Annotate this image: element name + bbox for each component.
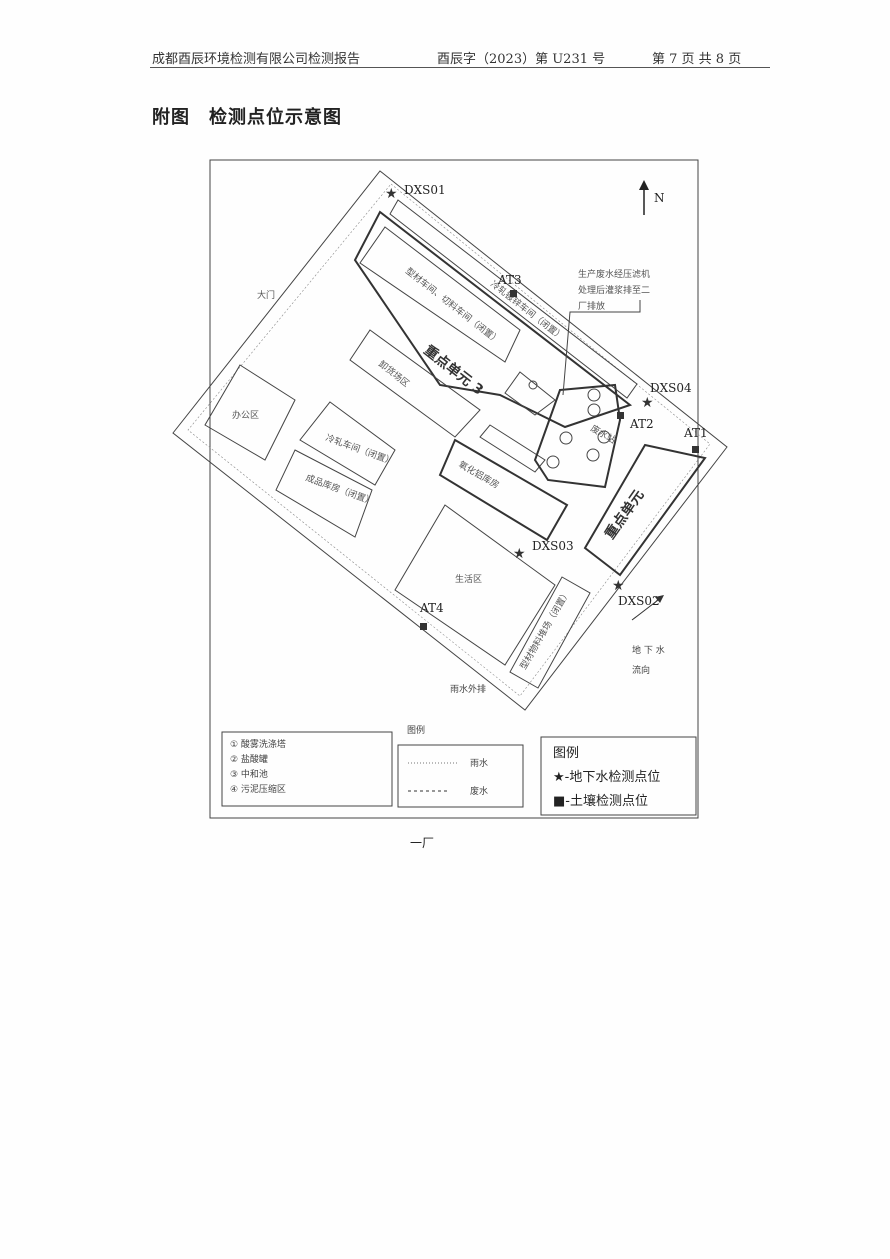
legend-unit-2: ② 盐酸罐 (230, 753, 268, 765)
waste-note-line-3: 厂排放 (578, 300, 605, 312)
waste-station (533, 383, 622, 489)
building-warehouse (349, 329, 481, 438)
plant-label: 一厂 (410, 836, 434, 850)
header-report-no: 酉辰字（2023）第 U231 号 (437, 52, 606, 67)
at4-label: AT4 (419, 601, 444, 615)
building-living (394, 504, 556, 666)
building-finished (275, 449, 373, 538)
at1-label: AT1 (683, 426, 708, 440)
waste-note-line-2: 处理后灌浆排至二 (578, 284, 650, 296)
dxs03-label: DXS03 (532, 539, 574, 553)
flow-label-1: 地 下 水 (632, 644, 665, 656)
legend-unit-4: ④ 污泥压缩区 (230, 783, 286, 795)
legend-lines-box (397, 744, 524, 808)
building-cold-workshop (299, 401, 396, 486)
building-oxide (438, 438, 569, 542)
header-company: 成都酉辰环境检测有限公司检测报告 (152, 52, 361, 67)
at2-label: AT2 (629, 417, 654, 431)
flow-label-2: 流向 (632, 664, 650, 676)
waste-note-line-1: 生产废水经压滤机 (578, 268, 650, 280)
legend-unit-1: ① 酸雾洗涤塔 (230, 738, 286, 750)
rain-drain-line (187, 183, 711, 697)
dxs03-star-icon: ★ (513, 546, 526, 562)
dxs04-label: DXS04 (650, 381, 692, 395)
dxs04-star-icon: ★ (641, 395, 654, 411)
zone-warehouse-label: 卸货场区 (376, 358, 412, 390)
dxs02-label: DXS02 (618, 594, 660, 608)
unit-6-circle (559, 431, 573, 445)
legend-soil: ■-土壤检测点位 (553, 793, 648, 809)
legend-mid-title: 图例 (407, 724, 425, 736)
flow-arrow-icon (631, 596, 663, 621)
building-connector (479, 424, 546, 473)
dxs02-star-icon: ★ (612, 578, 625, 594)
at2-square-icon (617, 412, 624, 419)
zone-living-label: 生活区 (455, 573, 482, 585)
legend-right-title: 图例 (553, 746, 579, 761)
unit-1-circle (587, 388, 601, 402)
legend-groundwater: ★-地下水检测点位 (553, 770, 660, 785)
site-boundary (172, 170, 728, 711)
zone-office-label: 办公区 (232, 409, 259, 421)
building-cold-roll (389, 199, 638, 399)
building-office (204, 364, 296, 461)
unit-5-circle (546, 455, 560, 469)
legend-points-box (540, 736, 697, 816)
gate-label: 大门 (257, 289, 275, 301)
header-page: 第 7 页 共 8 页 (652, 52, 742, 67)
key-unit-3 (353, 210, 633, 429)
north-arrowhead-icon (639, 180, 649, 190)
key-unit-right (583, 443, 707, 577)
map-frame (209, 159, 699, 819)
dxs01-label: DXS01 (404, 183, 446, 197)
building-profile-warehouse (509, 576, 591, 689)
unit-3-circle (597, 430, 611, 444)
flow-arrowhead-icon (655, 595, 664, 603)
at1-square-icon (692, 446, 699, 453)
at3-square-icon (510, 290, 517, 297)
header-rule (150, 67, 770, 68)
legend-rain-label: 雨水 (470, 757, 488, 769)
at3-label: AT3 (497, 273, 522, 287)
zone-cold-workshop-label: 冷轧车间（闭置） (324, 432, 396, 468)
legend-units-box (221, 731, 393, 807)
north-label: N (654, 191, 665, 205)
zone-key-unit-right-label: 重点单元 (601, 487, 647, 543)
rain-outlet-label: 雨水外排 (450, 683, 486, 695)
dxs01-star-icon: ★ (385, 186, 398, 202)
waste-note-leader (562, 300, 641, 396)
small-circle-mark (528, 380, 538, 390)
legend-waste-label: 废水 (470, 785, 488, 797)
page-title: 附图 检测点位示意图 (152, 107, 342, 128)
building-small-box (504, 371, 556, 416)
zone-finished-label: 成品库房（闭置） (304, 472, 376, 508)
unit-4-circle (586, 448, 600, 462)
legend-unit-3: ③ 中和池 (230, 768, 268, 780)
at4-square-icon (420, 623, 427, 630)
building-profile (359, 226, 521, 363)
unit-2-circle (587, 403, 601, 417)
